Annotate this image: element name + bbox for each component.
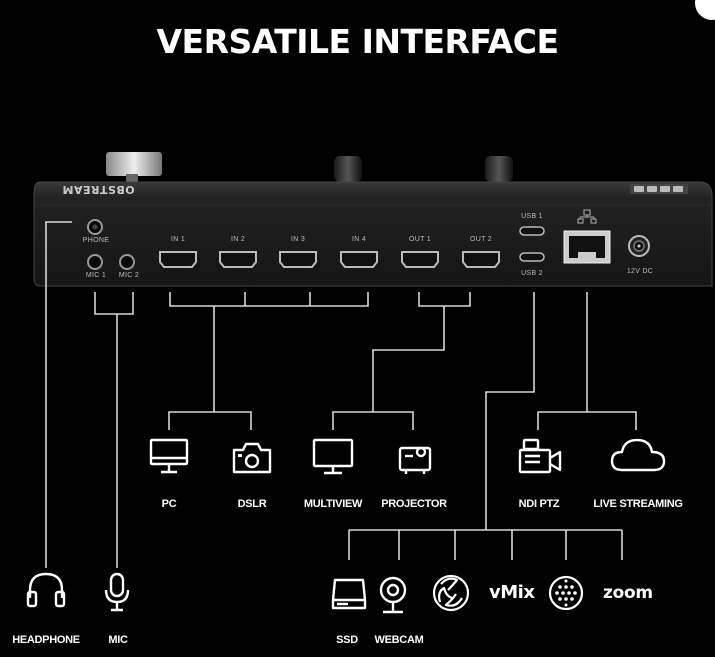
- label-webcam: WEBCAM: [374, 634, 424, 646]
- monitor-icon: [312, 438, 354, 475]
- port-label-out2: OUT 2: [470, 236, 492, 243]
- device-top-controls: [106, 152, 513, 184]
- label-multiview: MULTIVIEW: [303, 498, 363, 510]
- hdmi-in3-port: [279, 251, 317, 268]
- port-label-in4: IN 4: [351, 236, 367, 243]
- label-ssd: SSD: [336, 634, 358, 646]
- device-ports: [87, 209, 650, 270]
- microphone-icon: [104, 572, 130, 612]
- mic2-jack: [119, 254, 135, 270]
- port-label-phone: PHONE: [82, 237, 110, 244]
- line-outputs-bracket: [418, 292, 471, 307]
- line-headphone: [45, 221, 72, 568]
- connector-lines: [45, 221, 637, 568]
- obs-icon: [432, 574, 470, 612]
- knob-right: [485, 156, 513, 182]
- port-label-mic2: MIC 2: [118, 272, 140, 279]
- cloud-icon: [610, 438, 666, 472]
- wirecast-icon: [548, 575, 584, 611]
- line-pc-dslr: [168, 306, 252, 430]
- monitor-icon: [149, 438, 189, 474]
- label-mic: MIC: [108, 634, 128, 646]
- hdmi-out2-port: [462, 251, 500, 268]
- port-label-in3: IN 3: [290, 236, 306, 243]
- corner-badge: [695, 0, 715, 20]
- label-ndi-ptz: NDI PTZ: [518, 498, 560, 510]
- line-mic-bracket: [94, 292, 134, 315]
- hdmi-out1-port: [401, 251, 439, 268]
- port-label-usb2: USB 2: [521, 270, 543, 277]
- projector-icon: [398, 446, 432, 474]
- t-bar-stem: [126, 174, 138, 184]
- line-multiview-projector: [332, 306, 445, 430]
- network-icon: [577, 209, 597, 224]
- label-pc: PC: [161, 498, 177, 510]
- port-label-out1: OUT 1: [409, 236, 431, 243]
- usb2-port: [519, 252, 545, 262]
- ptz-camera-icon: [518, 438, 562, 474]
- line-network: [537, 292, 637, 430]
- label-live-streaming: LIVE STREAMING: [593, 498, 683, 510]
- port-label-in1: IN 1: [170, 236, 186, 243]
- camera-icon: [232, 442, 272, 474]
- label-projector: PROJECTOR: [381, 498, 447, 510]
- label-headphone: HEADPHONE: [12, 634, 80, 646]
- port-label-in2: IN 2: [230, 236, 246, 243]
- line-software-bracket: [348, 529, 623, 560]
- label-dslr: DSLR: [237, 498, 267, 510]
- port-label-dc: 12V DC: [626, 268, 654, 275]
- hdmi-in2-port: [219, 251, 257, 268]
- t-bar-handle: [106, 152, 162, 176]
- mic1-jack: [87, 254, 103, 270]
- vmix-logo: vMix: [489, 582, 535, 603]
- port-label-mic1: MIC 1: [85, 272, 107, 279]
- line-inputs-bracket: [169, 292, 369, 307]
- line-usb: [485, 292, 535, 530]
- page-title: VERSATILE INTERFACE: [156, 22, 559, 61]
- hdmi-in4-port: [340, 251, 378, 268]
- headphone-icon: [26, 572, 66, 608]
- port-label-usb1: USB 1: [521, 213, 543, 220]
- webcam-icon: [379, 576, 407, 614]
- hdmi-in1-port: [159, 251, 197, 268]
- ssd-icon: [331, 578, 367, 610]
- zoom-logo: zoom: [603, 583, 653, 603]
- device-brand-mark: OBSTREAM: [62, 183, 135, 196]
- knob-left: [334, 156, 362, 182]
- usb1-port: [519, 226, 545, 236]
